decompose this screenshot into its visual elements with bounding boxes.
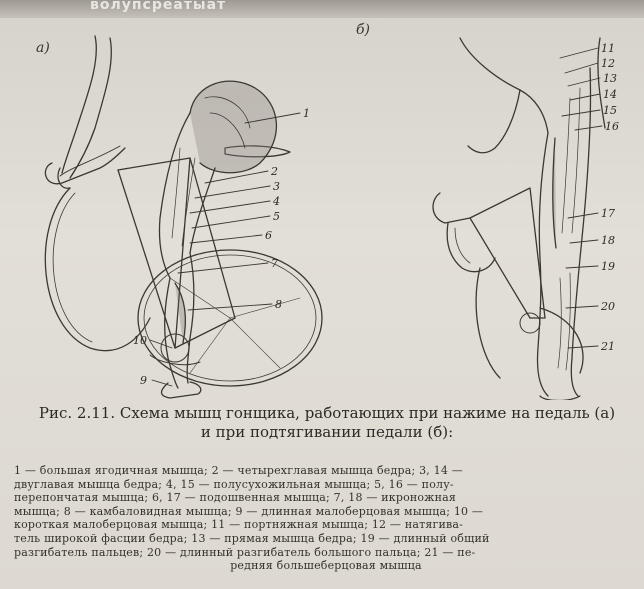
right-callout-numbers: 11 12 13 14 15 16 17 18 19 20 21 <box>600 42 619 353</box>
panel-label-b: б) <box>356 22 370 38</box>
callout-8: 8 <box>275 298 282 311</box>
right-leader-lines <box>560 48 602 348</box>
right-rider-body <box>460 38 605 153</box>
callout-11: 11 <box>601 42 615 55</box>
callout-13: 13 <box>603 72 617 85</box>
legend-line: разгибатель пальцев; 20 — длинный разгиб… <box>14 546 638 560</box>
callout-7: 7 <box>271 257 278 270</box>
callout-3: 3 <box>273 180 280 193</box>
panel-label-a: а) <box>36 40 50 56</box>
callout-20: 20 <box>600 300 615 313</box>
caption-line-2: и при подтягивании педали (б): <box>22 423 632 442</box>
callout-16: 16 <box>605 120 619 133</box>
legend-line: редняя большеберцовая мышца <box>14 559 638 573</box>
caption-line-1: Рис. 2.11. Схема мышц гонщика, работающи… <box>22 404 632 423</box>
legend-line: короткая малоберцовая мышца; 11 — портня… <box>14 518 638 532</box>
cyclist-muscle-figure: 1 2 3 4 5 6 7 8 10 9 11 12 13 14 15 16 1… <box>0 18 644 400</box>
callout-2: 2 <box>270 165 278 178</box>
top-bleed-strip: волупсреатыат <box>0 0 644 18</box>
callout-1: 1 <box>303 107 310 120</box>
header-bleed-text: волупсреатыат <box>90 0 226 13</box>
callout-9: 9 <box>140 374 147 387</box>
legend-line: 1 — большая ягодичная мышца; 2 — четырех… <box>14 464 638 478</box>
figure-legend: 1 — большая ягодичная мышца; 2 — четырех… <box>14 464 638 573</box>
callout-18: 18 <box>601 234 615 247</box>
legend-line: перепончатая мышца; 6, 17 — подошвенная … <box>14 491 638 505</box>
left-bicycle-drawing <box>45 146 322 386</box>
callout-6: 6 <box>265 229 272 242</box>
callout-19: 19 <box>601 260 615 273</box>
callout-4: 4 <box>272 195 280 208</box>
callout-5: 5 <box>273 210 280 223</box>
legend-line: мышца; 8 — камбаловидная мышца; 9 — длин… <box>14 505 638 519</box>
legend-line: тель широкой фасции бедра; 13 — прямая м… <box>14 532 638 546</box>
callout-10: 10 <box>133 334 147 347</box>
callout-17: 17 <box>601 207 615 220</box>
figure-caption: Рис. 2.11. Схема мышц гонщика, работающи… <box>22 404 632 442</box>
legend-line: двуглавая мышца бедра; 4, 15 — полусухож… <box>14 478 638 492</box>
callout-15: 15 <box>603 104 617 117</box>
callout-14: 14 <box>603 88 617 101</box>
callout-21: 21 <box>600 340 615 353</box>
callout-12: 12 <box>601 57 615 70</box>
